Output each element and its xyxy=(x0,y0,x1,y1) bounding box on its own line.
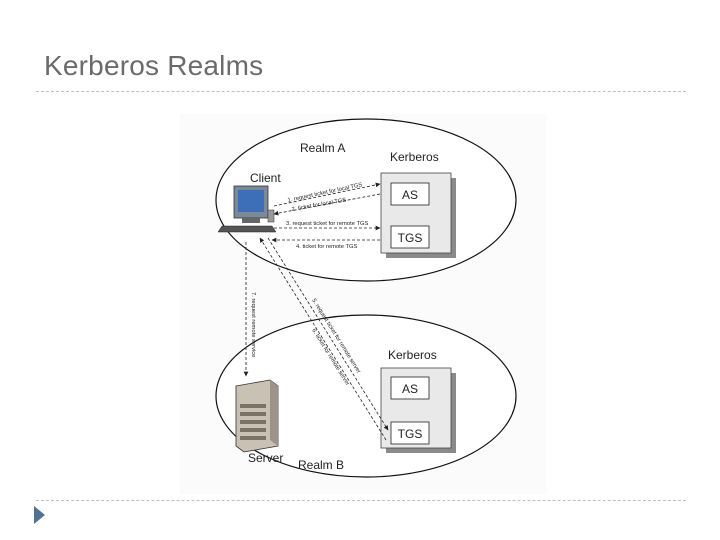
realm-b-kerberos-label: Kerberos xyxy=(388,348,437,362)
as-b-label: AS xyxy=(402,382,418,396)
tgs-a-label: TGS xyxy=(398,231,423,245)
tgs-b-label: TGS xyxy=(398,427,423,441)
client-label: Client xyxy=(250,171,281,185)
tgs-a-box xyxy=(390,225,430,249)
bullet-triangle-icon xyxy=(34,506,45,524)
message-arrows xyxy=(243,182,389,441)
diagram-canvas: Realm A Kerberos Client AS TGS xyxy=(180,114,546,494)
footer-divider xyxy=(36,500,686,501)
arrow-5 xyxy=(267,237,389,431)
arrow-2 xyxy=(273,193,381,216)
title-divider xyxy=(36,91,686,92)
message-3-label: 3. request ticket for remote TGS xyxy=(286,221,369,227)
message-7-label: 7. request remote service xyxy=(250,292,256,357)
realm-a-label: Realm A xyxy=(300,141,345,155)
message-4-label: 4. ticket for remote TGS xyxy=(296,244,358,250)
computer-icon xyxy=(217,185,277,233)
as-a-box xyxy=(390,182,430,206)
kerberos-server-b: AS TGS xyxy=(380,367,456,453)
tgs-b-box xyxy=(390,421,430,445)
kerberos-realms-diagram: Realm A Kerberos Client AS TGS xyxy=(180,114,546,494)
kerberos-server-a: AS TGS xyxy=(380,172,456,258)
as-b-box xyxy=(390,376,430,400)
as-a-label: AS xyxy=(402,188,418,202)
realm-a-kerberos-label: Kerberos xyxy=(390,150,439,164)
slide-title: Kerberos Realms xyxy=(44,50,264,81)
realm-b-label: Realm B xyxy=(298,458,344,472)
server-tower-icon xyxy=(235,379,279,453)
arrow-1 xyxy=(273,182,381,207)
server-label: Server xyxy=(248,451,283,465)
